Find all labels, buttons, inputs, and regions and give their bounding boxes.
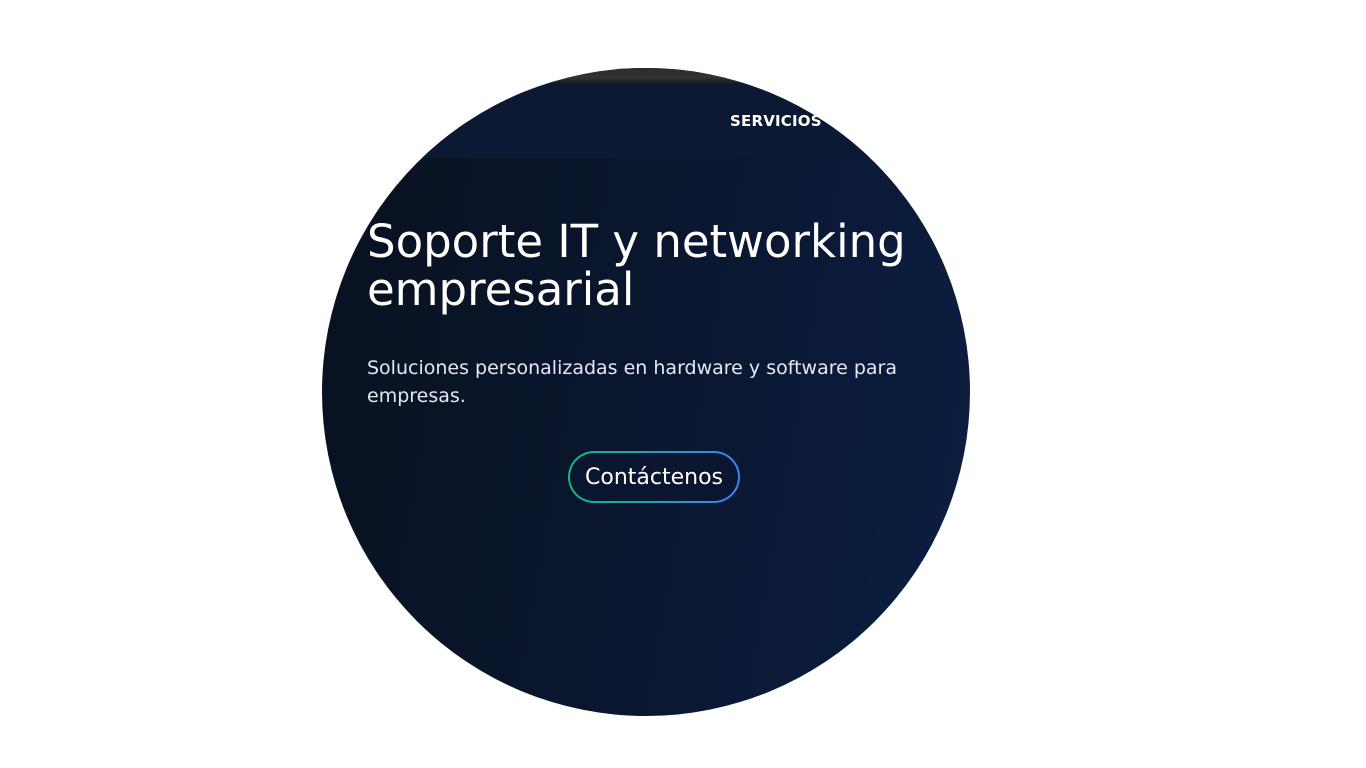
contact-button[interactable]: Contáctenos [568, 451, 740, 503]
hero-title-line-1: Soporte IT y networking [367, 215, 906, 268]
nav-link-servicios[interactable]: SERVICIOS [730, 112, 822, 130]
site-navbar: orte SERVICIOS [322, 83, 970, 158]
hero-subtitle: Soluciones personalizadas en hardware y … [367, 357, 897, 407]
hero-title: Soporte IT y networking empresarial [367, 218, 970, 314]
brand-logo-text[interactable]: orte [370, 102, 431, 136]
hero-title-line-2: empresarial [367, 263, 635, 316]
circular-viewport-mask: orte SERVICIOS Soporte IT y networking e… [322, 68, 970, 716]
browser-top-strip [322, 68, 970, 83]
contact-button-label: Contáctenos [570, 453, 738, 501]
